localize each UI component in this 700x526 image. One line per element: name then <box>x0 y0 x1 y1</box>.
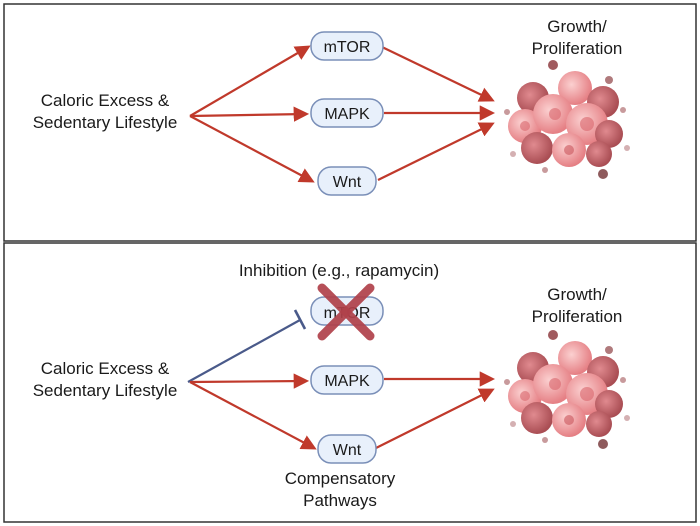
pathway-node-mapk: MAPK <box>310 365 384 395</box>
source-label: Caloric Excess & <box>41 91 170 110</box>
panel-bottom-frame <box>3 242 697 523</box>
pathway-label: Wnt <box>333 442 362 459</box>
pathway-node-wnt: Wnt <box>317 166 377 196</box>
arrow-source-mapk <box>189 106 310 122</box>
source-label: Sedentary Lifestyle <box>33 381 178 400</box>
pathway-node-mapk: MAPK <box>310 98 384 128</box>
arrow-source-wnt <box>189 115 315 183</box>
tumor-cell-cluster-icon <box>504 330 630 449</box>
source-label: Caloric Excess & <box>41 359 170 378</box>
inhibition-line-mtor <box>187 309 307 383</box>
target-label: Growth/ <box>547 17 607 36</box>
tumor-cell-cluster-icon <box>504 60 630 179</box>
panel-top-frame <box>3 3 697 242</box>
pathway-label: MAPK <box>324 373 370 390</box>
arrow-source-wnt <box>189 381 317 450</box>
target-label: Proliferation <box>532 307 623 326</box>
source-label: Sedentary Lifestyle <box>33 113 178 132</box>
arrow-wnt-target <box>375 388 495 449</box>
cross-icon <box>317 283 375 341</box>
arrow-source-mapk <box>189 373 310 389</box>
panel-bottom: Inhibition (e.g., rapamycin) Caloric Exc… <box>33 261 630 510</box>
pathway-label: mTOR <box>324 39 371 56</box>
target-label: Growth/ <box>547 285 607 304</box>
compensatory-label: Pathways <box>303 491 377 510</box>
arrow-wnt-target <box>377 122 495 181</box>
panel-top: Caloric Excess & Sedentary Lifestyle mTO… <box>33 17 630 196</box>
inhibition-annotation: Inhibition (e.g., rapamycin) <box>239 261 439 280</box>
arrow-source-mtor <box>189 45 311 117</box>
compensatory-label: Compensatory <box>285 469 396 488</box>
pathway-label: Wnt <box>333 174 362 191</box>
pathway-label: MAPK <box>324 106 370 123</box>
target-label: Proliferation <box>532 39 623 58</box>
arrow-mtor-target <box>381 46 495 102</box>
pathway-node-wnt: Wnt <box>317 434 377 464</box>
pathway-node-mtor: mTOR <box>310 31 384 61</box>
